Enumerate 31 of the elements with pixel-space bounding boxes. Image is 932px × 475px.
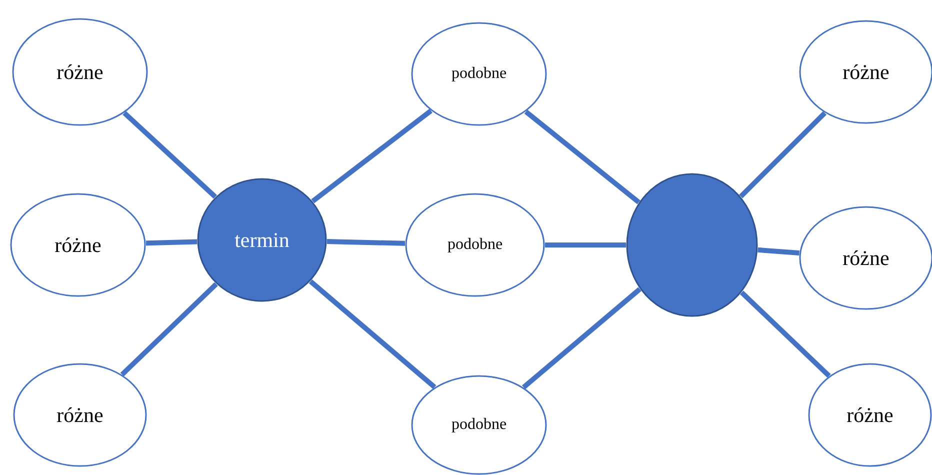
connector-line [522, 287, 642, 390]
node-label: termin [234, 228, 290, 252]
ellipse-node [13, 363, 147, 467]
node-label: różne [842, 60, 890, 84]
connector-line [758, 247, 800, 256]
node-label: podobne [451, 416, 507, 434]
ellipse-node [197, 178, 327, 302]
node-label: różne [56, 60, 104, 84]
connector-line [146, 239, 198, 246]
connector-line [311, 108, 432, 204]
node-label: różne [54, 232, 102, 258]
circle-node [626, 173, 758, 317]
connector-line [739, 111, 827, 198]
ellipse-node [12, 18, 148, 126]
ellipse-node [10, 193, 146, 297]
connector-line [740, 290, 831, 378]
ellipse-node [411, 22, 547, 126]
connector-line [120, 282, 218, 376]
ellipse-node [405, 193, 545, 297]
connector-line [326, 239, 406, 246]
connector-line [122, 111, 217, 199]
connector-line [545, 242, 626, 248]
ellipse-node [808, 363, 932, 467]
node-label: różne [842, 246, 890, 270]
node-label: różne [56, 402, 104, 428]
ellipse-node [411, 375, 547, 475]
node-label: podobne [451, 65, 507, 83]
connector-line [308, 279, 436, 390]
connector-line [524, 110, 640, 204]
node-label: podobne [447, 236, 503, 254]
node-label: różne [846, 402, 894, 428]
